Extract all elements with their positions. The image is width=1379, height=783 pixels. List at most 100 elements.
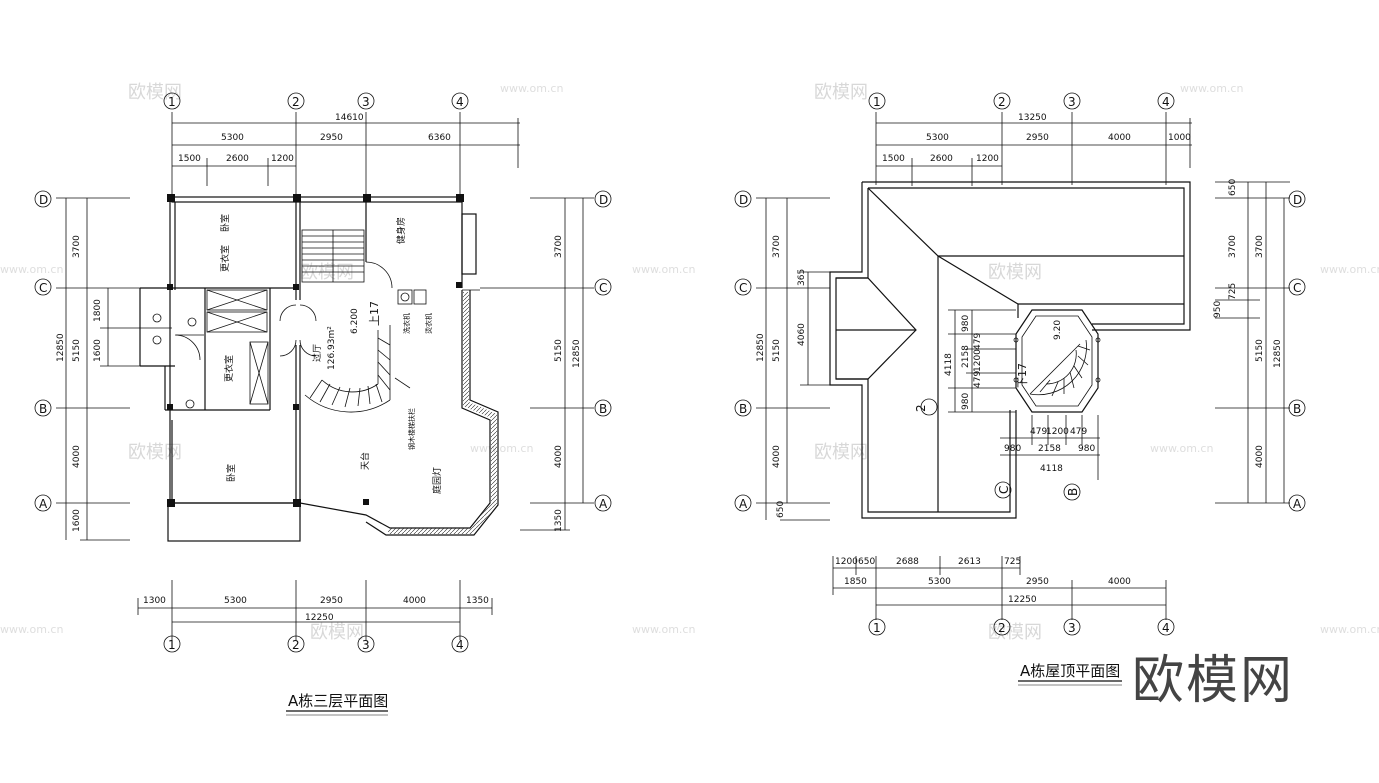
dim-right-total: 12850: [572, 339, 582, 368]
door-swings: [279, 261, 393, 357]
third-floor-room-labels: 卧室 更衣室 健身房 上17 6.200 过厅 126.93m² 洗衣机 烫衣机…: [219, 214, 443, 494]
dim-tower-v: 2158: [961, 345, 971, 368]
dim-left-span: 3700: [772, 235, 782, 258]
railing-label: 钢木楼梯扶栏: [407, 408, 416, 450]
third-floor-plan: 14610 5300 2950 6360 1500 2600 1200 1 2 …: [34, 92, 612, 653]
dim-bottom-total: 12250: [1008, 595, 1037, 605]
dim-left-span: 4000: [72, 445, 82, 468]
dim-tower-h: 479: [1070, 427, 1087, 437]
dim-bottom-row2: 1850: [844, 577, 867, 587]
axis-bubble-B: B: [1293, 402, 1301, 416]
axis-bubble-C: C: [1293, 281, 1301, 295]
garden-light-label: 庭园灯: [431, 467, 443, 494]
room-label-gym: 健身房: [395, 217, 407, 244]
axis-bubble-1: 1: [168, 638, 176, 652]
dim-right-span: 4000: [1255, 445, 1265, 468]
dim-left-total: 12850: [56, 333, 66, 362]
axis-bubble-2: 2: [998, 95, 1006, 109]
axis-bubble-3: 3: [362, 95, 370, 109]
dim-bottom-row2: 4000: [1108, 577, 1131, 587]
dim-tower-v: 980: [961, 315, 971, 332]
axis-bubble-A: A: [739, 497, 748, 511]
roof-local-axes: [920, 398, 1081, 501]
axis-bubble-D: D: [739, 193, 748, 207]
room-label-hall: 过厅: [311, 344, 323, 362]
stair-down-label: 下17: [1016, 363, 1029, 388]
dim-right-span: 3700: [1228, 235, 1238, 258]
dim-tower-total-h: 4118: [1040, 464, 1063, 474]
plan-title: A栋屋顶平面图: [1020, 662, 1120, 680]
dim-top-span: 6360: [428, 133, 451, 143]
dim-left-span: 4000: [772, 445, 782, 468]
room-area-hall: 126.93m²: [327, 326, 337, 370]
watermark-layer: 欧模网 www.om.cn 欧模网 www.om.cn www.om.cn 欧模…: [0, 82, 1379, 643]
third-floor-left-axes: [34, 190, 52, 512]
axis-bubble-B: B: [1066, 488, 1080, 496]
bathroom-fixtures: [152, 313, 204, 409]
room-label-terrace: 天台: [359, 452, 371, 470]
dim-bottom-row1: 2613: [958, 557, 981, 567]
roof-tower-vertical-dimensions: [948, 309, 1016, 413]
stair-up-label: 上17: [368, 301, 381, 326]
roof-bottom-axes: [868, 618, 1175, 636]
axis-bubble-4: 4: [456, 638, 464, 652]
dim-top-sub: 1200: [271, 154, 294, 164]
axis-bubble-2: 2: [292, 638, 300, 652]
roof-right-axes: [1288, 190, 1306, 512]
dim-tower-h: 980: [1004, 444, 1021, 454]
dim-left-sub: 1600: [93, 339, 103, 362]
dim-top-total: 14610: [335, 113, 364, 123]
room-label-dressing: 更衣室: [223, 355, 235, 382]
dim-bottom-span: 1350: [466, 596, 489, 606]
dim-bottom-total: 12250: [305, 613, 334, 623]
watermark-text: 欧模网: [128, 442, 182, 463]
dim-left-span: 5150: [72, 339, 82, 362]
watermark-text: 欧模网: [814, 82, 868, 103]
dim-top-span: 5300: [926, 133, 949, 143]
dim-top-sub: 1200: [976, 154, 999, 164]
dim-left-total: 12850: [756, 333, 766, 362]
dim-left-extra: 650: [776, 501, 786, 518]
watermark-url: www.om.cn: [1320, 263, 1379, 276]
dim-left-span: 5150: [772, 339, 782, 362]
dim-top-sub: 2600: [930, 154, 953, 164]
dim-tower-v: 479: [973, 371, 983, 388]
dim-left-extra: 365: [797, 269, 807, 286]
axis-bubble-4: 4: [456, 95, 464, 109]
dim-bottom-row1: 725: [1004, 557, 1021, 567]
floor-elevation: 6.200: [350, 308, 360, 334]
roof-right-dimensions: [1215, 181, 1290, 504]
roof-bottom-dimensions: [832, 556, 1167, 620]
dim-right-extra: 725: [1228, 283, 1238, 300]
watermark-url: www.om.cn: [1180, 82, 1243, 95]
dim-top-span: 5300: [221, 133, 244, 143]
dim-bottom-row1: 2688: [896, 557, 919, 567]
axis-bubble-B: B: [739, 402, 747, 416]
axis-bubble-3: 3: [1068, 621, 1076, 635]
dim-bottom-span: 2950: [320, 596, 343, 606]
dim-tower-v: 1200: [973, 349, 983, 372]
axis-bubble-B: B: [599, 402, 607, 416]
roof-tower-horizontal-dimensions: [1000, 415, 1100, 480]
roof-plan: 13250 5300 2950 4000 1000 1500 2600 1200…: [734, 92, 1306, 636]
watermark-url: www.om.cn: [0, 263, 63, 276]
roof-left-axes: [734, 190, 752, 512]
roof-title-block: A栋屋顶平面图: [1018, 662, 1122, 686]
dim-bottom-row2: 2950: [1026, 577, 1049, 587]
dim-top-span: 2950: [1026, 133, 1049, 143]
dim-bottom-span: 1300: [143, 596, 166, 606]
dim-tower-v: 980: [961, 393, 971, 410]
axis-bubble-3: 3: [362, 638, 370, 652]
watermark-url: www.om.cn: [1320, 623, 1379, 636]
axis-bubble-1: 1: [873, 621, 881, 635]
watermark-url: www.om.cn: [0, 623, 63, 636]
watermark-url: www.om.cn: [1150, 442, 1213, 455]
watermark-text: 欧模网: [988, 262, 1042, 283]
axis-bubble-4: 4: [1162, 621, 1170, 635]
closet-wardrobes: [206, 289, 269, 405]
dim-right-total: 12850: [1273, 339, 1283, 368]
third-floor-right-axes: [594, 190, 612, 512]
axis-bubble-C: C: [739, 281, 747, 295]
dim-top-span: 1000: [1168, 133, 1191, 143]
